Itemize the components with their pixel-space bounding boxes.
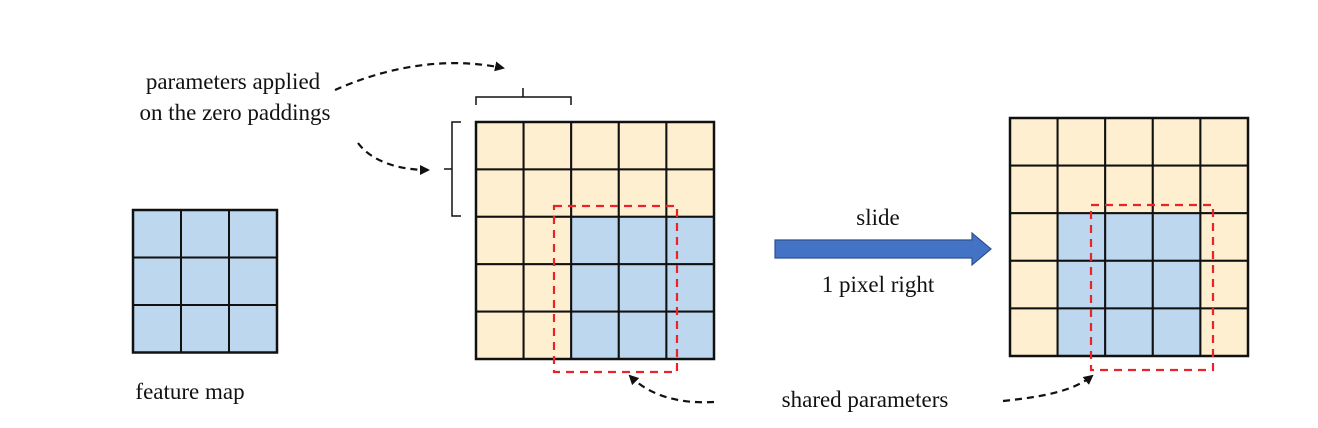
feature-cell bbox=[1151, 307, 1202, 357]
feature-cell bbox=[665, 215, 716, 266]
slide-arrow-icon bbox=[774, 231, 992, 267]
padded-grid-after-slide bbox=[1008, 116, 1250, 358]
feature-cell bbox=[665, 310, 716, 361]
grid-frame bbox=[131, 208, 279, 354]
padding-columns-brace bbox=[475, 88, 572, 105]
zero-padding-cell bbox=[1199, 117, 1250, 167]
feature-map-label: feature map bbox=[135, 379, 244, 404]
shared-parameters-label: shared parameters bbox=[782, 387, 949, 412]
zero-padding-cell bbox=[1009, 307, 1059, 357]
feature-cell bbox=[180, 209, 230, 259]
feature-cell bbox=[228, 256, 278, 306]
padding-arrow-left bbox=[357, 142, 430, 175]
zero-padding-cell bbox=[1199, 212, 1250, 262]
zero-padding-cell bbox=[1056, 117, 1107, 167]
zero-padding-cell bbox=[1104, 117, 1154, 167]
zero-padding-cell bbox=[1199, 259, 1250, 310]
feature-cell bbox=[1104, 259, 1154, 310]
zero-padding-cell bbox=[1009, 212, 1059, 262]
zero-padding-cell bbox=[522, 121, 573, 171]
zero-padding-cell bbox=[475, 215, 525, 266]
zero-padding-cell bbox=[522, 263, 573, 313]
feature-cell bbox=[1056, 307, 1107, 357]
feature-cell bbox=[1056, 212, 1107, 262]
zero-padding-cell bbox=[617, 121, 668, 171]
slide-amount-label: 1 pixel right bbox=[822, 272, 935, 297]
padding-note-line2: on the zero paddings bbox=[140, 100, 331, 125]
padding-arrow-top bbox=[334, 61, 505, 92]
zero-padding-cell bbox=[1009, 259, 1059, 310]
feature-cell bbox=[180, 256, 230, 306]
kernel-window-before bbox=[552, 204, 679, 374]
zero-padding-cell bbox=[665, 121, 716, 171]
zero-padding-cell bbox=[522, 310, 573, 361]
feature-cell bbox=[570, 215, 620, 266]
padded-grid-before-slide bbox=[474, 120, 716, 361]
slide-label: slide bbox=[856, 205, 899, 230]
feature-cell bbox=[1056, 259, 1107, 310]
zero-padding-cell bbox=[475, 121, 525, 171]
feature-cell bbox=[1151, 259, 1202, 310]
grid-frame bbox=[474, 120, 716, 361]
feature-cell bbox=[1104, 307, 1154, 357]
shared-arrow-right bbox=[1002, 374, 1094, 403]
feature-cell bbox=[665, 263, 716, 313]
feature-map-grid bbox=[131, 208, 279, 354]
padding-note-line1: parameters applied bbox=[146, 69, 321, 94]
feature-cell bbox=[228, 209, 278, 259]
zero-padding-cell bbox=[570, 168, 620, 218]
zero-padding-cell bbox=[1151, 117, 1202, 167]
feature-cell bbox=[132, 209, 182, 259]
zero-padding-cell bbox=[665, 168, 716, 218]
kernel-window-after bbox=[1089, 203, 1215, 372]
feature-cell bbox=[1104, 212, 1154, 262]
feature-cell bbox=[132, 304, 182, 354]
zero-padding-cell bbox=[1199, 307, 1250, 357]
feature-cell bbox=[570, 310, 620, 361]
feature-cell bbox=[617, 215, 668, 266]
zero-padding-cell bbox=[522, 215, 573, 266]
zero-padding-cell bbox=[475, 263, 525, 313]
shared-arrow-left bbox=[628, 374, 715, 404]
zero-padding-cell bbox=[475, 168, 525, 218]
feature-cell bbox=[228, 304, 278, 354]
feature-cell bbox=[1151, 212, 1202, 262]
feature-cell bbox=[180, 304, 230, 354]
feature-cell bbox=[132, 256, 182, 306]
zero-padding-cell bbox=[522, 168, 573, 218]
zero-padding-cell bbox=[570, 121, 620, 171]
feature-cell bbox=[617, 310, 668, 361]
zero-padding-cell bbox=[617, 168, 668, 218]
feature-cell bbox=[617, 263, 668, 313]
feature-cell bbox=[570, 263, 620, 313]
zero-padding-cell bbox=[1009, 117, 1059, 167]
padding-rows-brace bbox=[444, 121, 461, 217]
grid-frame bbox=[1008, 116, 1250, 358]
zero-padding-cell bbox=[1009, 164, 1059, 215]
zero-padding-cell bbox=[475, 310, 525, 361]
